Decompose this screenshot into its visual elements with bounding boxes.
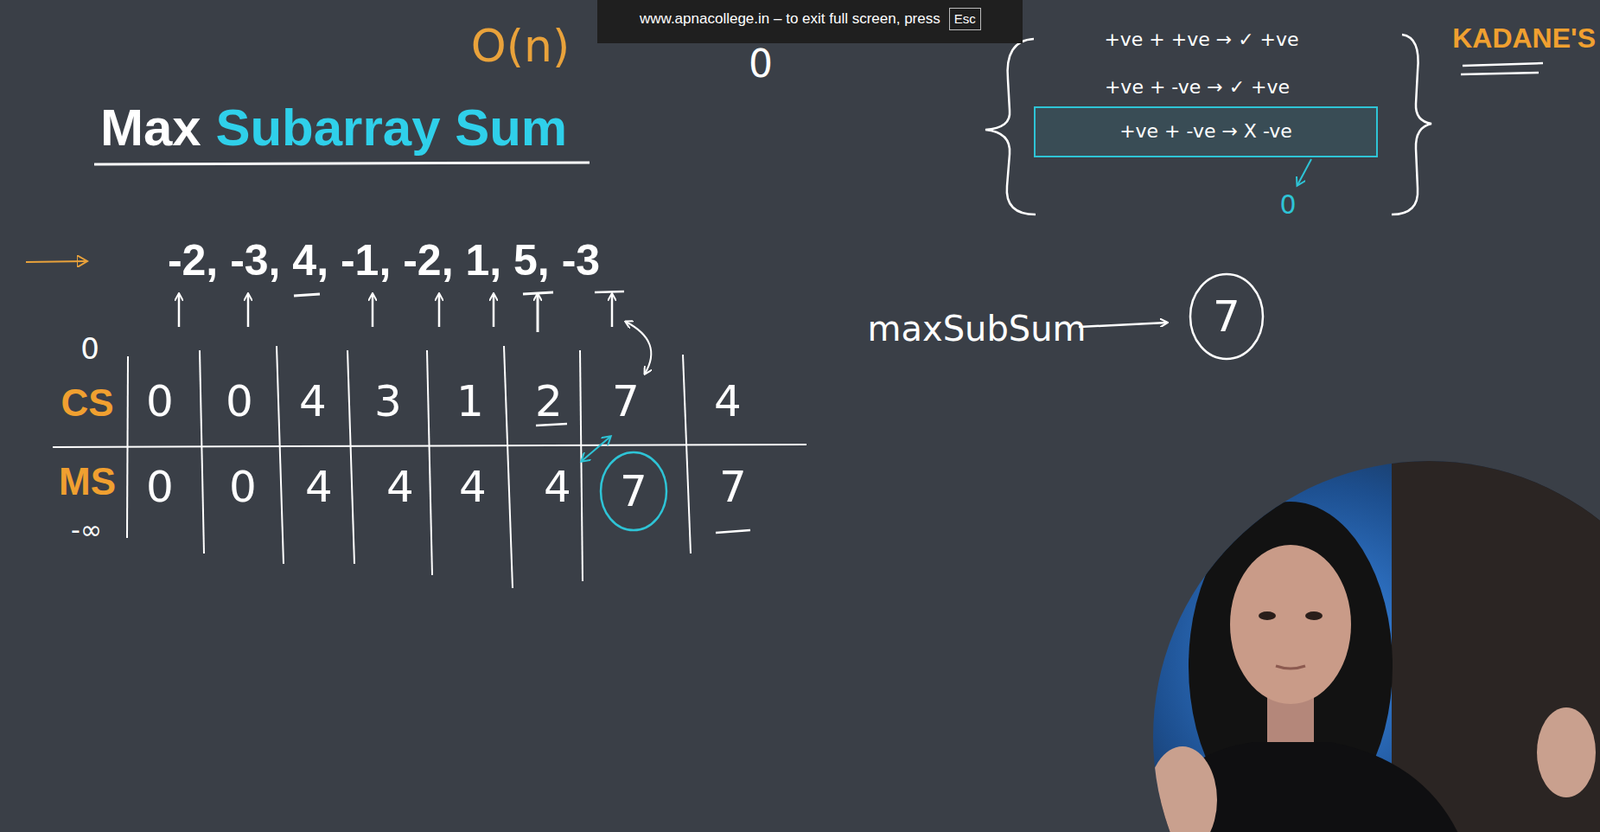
table-line xyxy=(276,345,284,564)
table-cell: 7 xyxy=(611,377,640,426)
leader-arrow xyxy=(1297,159,1312,185)
table-cell: 4 xyxy=(713,377,742,426)
table-line xyxy=(580,350,583,581)
table-cell: 4 xyxy=(299,377,327,426)
node-text: 7 xyxy=(619,467,648,516)
presenter-hand xyxy=(1536,707,1596,797)
table-cell: 3 xyxy=(374,377,402,426)
table-cell: 2 xyxy=(535,377,563,426)
table-line xyxy=(127,356,128,538)
array-values: -2, -3, 4, -1, -2, 1, 5, -3 xyxy=(167,236,600,285)
table-cell: 4 xyxy=(386,463,415,511)
table-line xyxy=(199,350,204,554)
table-line xyxy=(682,354,691,554)
title-heading: Max Subarray Sum xyxy=(100,97,568,158)
heading-underline xyxy=(1460,72,1539,75)
curly-brace xyxy=(1391,34,1432,215)
table-cell: 4 xyxy=(543,463,572,511)
presenter-eye xyxy=(1305,611,1323,620)
index-arrow xyxy=(611,293,614,327)
index-arrow xyxy=(247,293,250,327)
curved-arrow xyxy=(625,321,651,374)
node-text: +ve + -ve → X -ve xyxy=(1119,121,1293,142)
highlight-box: +ve + -ve → X -ve xyxy=(1033,106,1378,158)
index-dash xyxy=(522,292,554,294)
row-header: CS xyxy=(60,382,114,424)
table-line xyxy=(503,345,513,588)
result-name: maxSubSum xyxy=(867,309,1087,348)
heading-underline xyxy=(1462,63,1543,66)
table-cell: 1 xyxy=(456,377,485,426)
presenter-mouth xyxy=(1275,665,1306,669)
table-cell: 4 xyxy=(305,463,333,511)
result-circle: 7 xyxy=(1188,272,1265,361)
result-arrow xyxy=(1078,322,1167,327)
node-text: 7 xyxy=(1212,293,1241,341)
index-arrow xyxy=(178,293,181,327)
title-underline xyxy=(94,162,590,165)
table-cell: 4 xyxy=(458,463,487,511)
table-line xyxy=(427,350,433,575)
key-hint: Esc xyxy=(949,7,982,32)
note-number: 0 xyxy=(748,43,773,85)
row-header: MS xyxy=(58,460,116,503)
initial-value: 0 xyxy=(80,332,100,365)
circle-outline xyxy=(1190,274,1263,359)
complexity-note: O(n) xyxy=(471,21,570,71)
table-cell: 0 xyxy=(225,377,254,426)
underline-mark xyxy=(715,529,751,533)
compare-arrow xyxy=(581,436,611,461)
table-line xyxy=(347,350,355,564)
index-arrow xyxy=(536,293,540,332)
presenter-face xyxy=(1230,544,1352,704)
index-dash xyxy=(594,291,625,293)
webcam-door xyxy=(1391,458,1600,832)
index-arrow xyxy=(371,293,375,327)
presenter-eye xyxy=(1258,611,1276,620)
table-cell: 0 xyxy=(146,377,174,426)
index-dash xyxy=(293,293,320,296)
table-cell: 0 xyxy=(229,463,257,511)
table-cell: 0 xyxy=(146,463,174,511)
index-arrow xyxy=(438,293,441,327)
circle-outline xyxy=(600,452,667,530)
rule-note: +ve + -ve → ✓ +ve xyxy=(1104,76,1290,98)
section-heading: KADANE'S xyxy=(1452,23,1596,54)
banner-text: www.apnacollege.in – to exit full screen… xyxy=(639,11,941,28)
curly-brace xyxy=(985,38,1036,215)
pointer-arrow xyxy=(25,261,87,262)
initial-value: -∞ xyxy=(70,515,102,544)
rule-note: +ve + +ve → ✓ +ve xyxy=(1103,29,1299,51)
reset-note: 0 xyxy=(1279,190,1296,219)
max-circle: 7 xyxy=(599,450,669,532)
presenter-webcam xyxy=(1141,458,1600,832)
presenter-hand xyxy=(1147,745,1218,832)
index-arrow xyxy=(492,293,496,327)
table-cell: 7 xyxy=(719,463,747,511)
